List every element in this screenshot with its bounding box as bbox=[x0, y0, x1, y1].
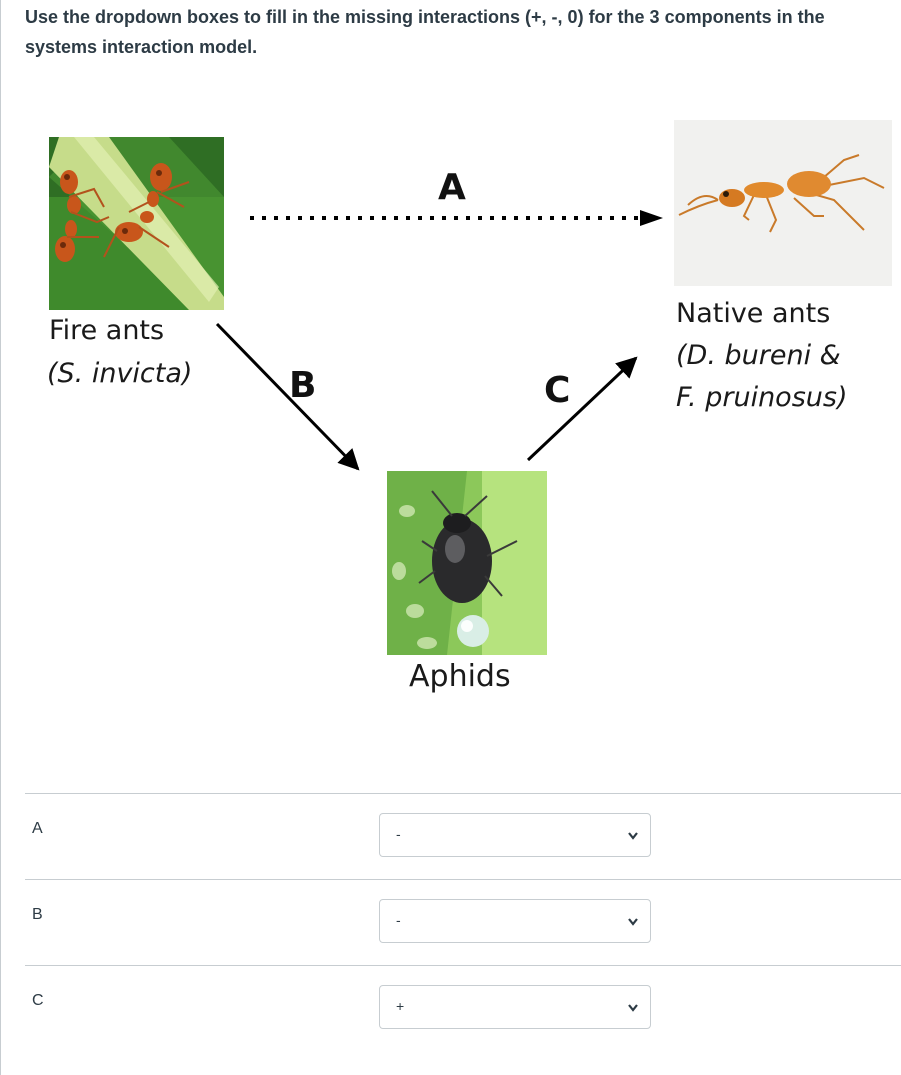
native-ants-species-line1: (D. bureni & bbox=[676, 340, 841, 371]
answer-label-b: B bbox=[32, 906, 43, 923]
arrow-b-line bbox=[215, 322, 360, 471]
select-value-c: + bbox=[396, 998, 405, 1014]
arrow-c-line bbox=[526, 356, 638, 462]
left-border bbox=[0, 0, 1, 1075]
answer-row-b: B - bbox=[25, 879, 901, 966]
arrow-label-b: B bbox=[289, 365, 317, 406]
select-value-a: - bbox=[396, 826, 401, 842]
aphids-name: Aphids bbox=[409, 659, 511, 694]
arrow-a-head bbox=[640, 210, 663, 226]
native-ants-image bbox=[674, 120, 892, 286]
chevron-down-icon bbox=[628, 918, 638, 926]
answer-label-c: C bbox=[32, 992, 44, 1009]
answer-row-a: A - bbox=[25, 793, 901, 880]
answer-label-a: A bbox=[32, 820, 43, 837]
aphids-image bbox=[387, 471, 547, 655]
fire-ants-species: (S. invicta) bbox=[47, 358, 193, 389]
chevron-down-icon bbox=[628, 1004, 638, 1012]
interaction-select-b[interactable]: - bbox=[379, 899, 651, 943]
native-ants-species-line2: F. pruinosus) bbox=[676, 382, 848, 413]
chevron-down-icon bbox=[628, 832, 638, 840]
interaction-select-a[interactable]: - bbox=[379, 813, 651, 857]
arrow-label-c: C bbox=[544, 370, 571, 411]
fire-ants-name: Fire ants bbox=[49, 315, 165, 346]
answer-row-c: C + bbox=[25, 965, 901, 1052]
arrow-label-a: A bbox=[438, 167, 466, 208]
select-value-b: - bbox=[396, 912, 401, 928]
native-ants-name: Native ants bbox=[676, 298, 831, 329]
fire-ants-image bbox=[49, 137, 224, 310]
interaction-select-c[interactable]: + bbox=[379, 985, 651, 1029]
question-text: Use the dropdown boxes to fill in the mi… bbox=[25, 7, 825, 57]
